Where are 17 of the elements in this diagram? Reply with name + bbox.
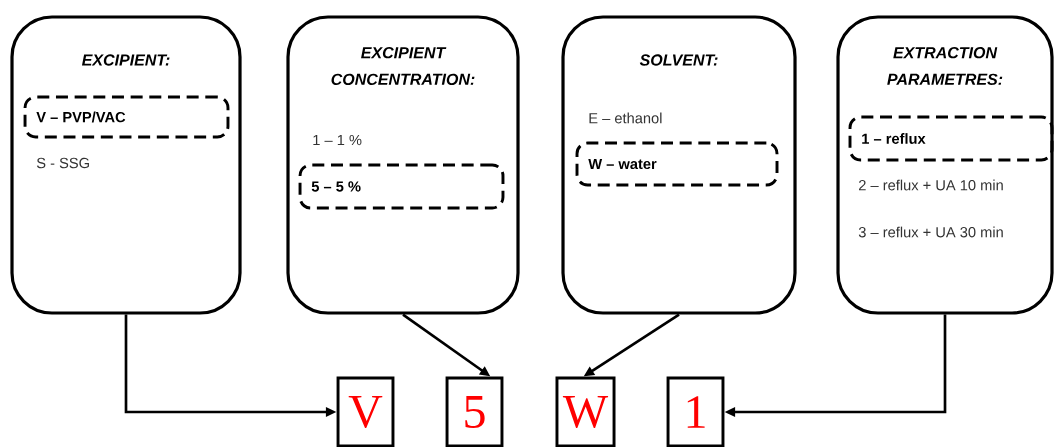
option-text: 5 – 5 % — [311, 181, 361, 192]
option-text: 1 – reflux — [862, 133, 926, 144]
option-text: 1 – 1 % — [313, 134, 362, 146]
option-text: E – ethanol — [589, 112, 662, 124]
option-text: 3 – reflux + UA 30 min — [858, 226, 1003, 238]
heading: SOLVENT: — [639, 54, 718, 66]
option-text: 2 – reflux + UA 10 min — [859, 179, 1003, 191]
heading: EXCIPIENT CONCENTRATION: — [331, 47, 475, 85]
option-text: S - SSG — [36, 157, 89, 169]
code-letter-box: 5 — [445, 376, 504, 447]
code-letter-box: 1 — [666, 376, 725, 447]
heading: EXTRACTION PARAMETRES: — [887, 47, 1003, 85]
code-letter-box: W — [555, 376, 616, 447]
option-text: V – PVP/VAC — [36, 111, 126, 123]
heading: EXCIPIENT: — [81, 54, 170, 66]
code-letter-box: V — [336, 376, 395, 447]
option-text: W – water — [588, 158, 657, 170]
